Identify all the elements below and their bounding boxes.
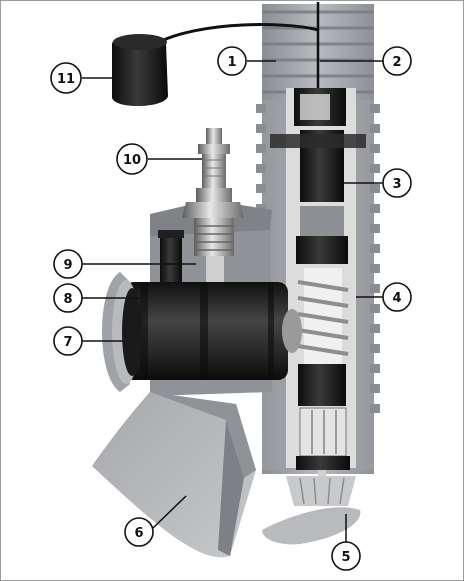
callout-label: 10 bbox=[123, 153, 141, 168]
callout-label: 6 bbox=[134, 526, 143, 541]
inflator-valve bbox=[182, 128, 244, 282]
callout-2: 2 bbox=[382, 46, 412, 76]
exhaust-flap bbox=[262, 470, 361, 545]
cap bbox=[112, 34, 168, 107]
spring bbox=[296, 268, 350, 470]
mouthpiece bbox=[92, 392, 256, 558]
callout-label: 4 bbox=[392, 291, 401, 306]
mouthpiece-flange bbox=[102, 272, 142, 392]
callout-label: 3 bbox=[392, 177, 401, 192]
callout-4: 4 bbox=[382, 282, 412, 312]
pull-cord bbox=[154, 2, 320, 96]
callout-label: 2 bbox=[392, 55, 401, 70]
callout-10: 10 bbox=[116, 143, 148, 175]
valve-cylinder bbox=[124, 282, 302, 380]
callout-label: 9 bbox=[63, 258, 72, 273]
callout-6: 6 bbox=[124, 517, 154, 547]
valve-plunger bbox=[270, 88, 366, 264]
callout-label: 5 bbox=[341, 550, 350, 565]
callout-11: 11 bbox=[50, 62, 82, 94]
callout-label: 7 bbox=[63, 335, 72, 350]
callout-lines bbox=[82, 60, 383, 542]
callout-label: 1 bbox=[227, 55, 236, 70]
callout-7: 7 bbox=[53, 326, 83, 356]
callout-label: 8 bbox=[63, 292, 72, 307]
callout-9: 9 bbox=[53, 249, 83, 279]
callout-5: 5 bbox=[331, 541, 361, 571]
callout-1: 1 bbox=[217, 46, 247, 76]
callout-8: 8 bbox=[53, 283, 83, 313]
post bbox=[158, 230, 184, 282]
callout-label: 11 bbox=[57, 72, 75, 87]
callout-3: 3 bbox=[382, 168, 412, 198]
